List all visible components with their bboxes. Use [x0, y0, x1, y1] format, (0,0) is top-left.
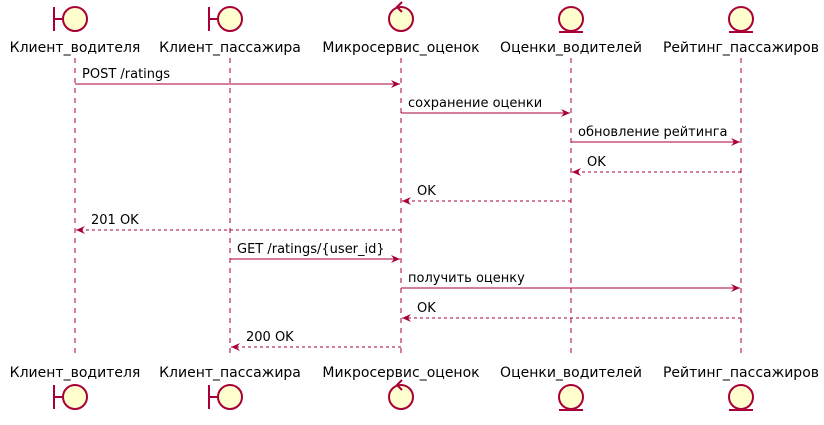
message: POST /ratings	[75, 67, 400, 88]
boundary-icon	[208, 6, 243, 32]
boundary-icon	[53, 384, 88, 410]
participant-label-bottom: Клиент_водителя	[10, 365, 141, 381]
message-label: получить оценку	[408, 271, 525, 286]
entity-icon	[558, 6, 584, 33]
participants-bottom: Клиент_водителя Клиент_пассажира Микросерв…	[10, 365, 819, 411]
participant-label-bottom: Рейтинг_пассажиров	[663, 365, 819, 381]
participant-label-top: Рейтинг_пассажиров	[663, 40, 819, 56]
messages: POST /ratings сохранение оценки обновление…	[75, 67, 741, 351]
message: OK	[572, 155, 741, 176]
control-icon	[388, 1, 414, 32]
message-label: обновление рейтинга	[578, 125, 728, 140]
boundary-icon	[208, 384, 243, 410]
participant-label-bottom: Оценки_водителей	[500, 365, 642, 381]
participant-label-top: Клиент_пассажира	[159, 40, 301, 56]
participant-label-top: Микросервис_оценок	[322, 40, 479, 56]
boundary-icon	[53, 6, 88, 32]
participant-label-bottom: Микросервис_оценок	[322, 365, 479, 381]
control-icon	[388, 379, 414, 410]
entity-icon	[728, 6, 754, 33]
message: получить оценку	[401, 271, 740, 292]
entity-icon	[558, 384, 584, 411]
message: сохранение оценки	[401, 96, 570, 117]
message: OK	[402, 184, 571, 205]
message-label: OK	[587, 155, 606, 170]
message: OK	[402, 301, 741, 322]
message: 201 OK	[76, 213, 401, 234]
message-label: OK	[417, 301, 436, 316]
message: 200 OK	[231, 330, 401, 351]
entity-icon	[728, 384, 754, 411]
message-label: OK	[417, 184, 436, 199]
participant-label-bottom: Клиент_пассажира	[159, 365, 301, 381]
message-label: POST /ratings	[82, 67, 170, 82]
message-label: сохранение оценки	[408, 96, 542, 111]
message-label: GET /ratings/{user_id}	[237, 242, 385, 257]
participant-label-top: Оценки_водителей	[500, 40, 642, 56]
lifelines	[74, 58, 742, 358]
participant-label-top: Клиент_водителя	[10, 40, 141, 56]
message-label: 201 OK	[91, 213, 139, 228]
message: GET /ratings/{user_id}	[230, 242, 400, 263]
message-label: 200 OK	[246, 330, 294, 345]
message: обновление рейтинга	[571, 125, 740, 146]
participants-top: Клиент_водителя Клиент_пассажира Микросерв…	[10, 1, 819, 56]
